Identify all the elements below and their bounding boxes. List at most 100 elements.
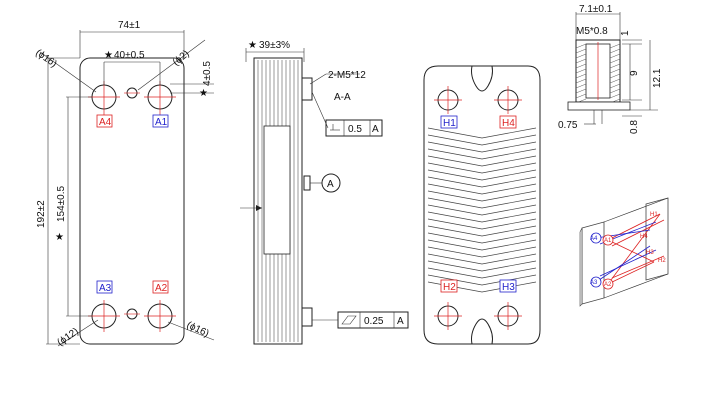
detail-dim-1: 1 xyxy=(620,30,631,36)
flow-line-hot xyxy=(611,219,665,247)
plate-tag-h4: H4 xyxy=(502,118,515,129)
hatch-line xyxy=(575,48,587,54)
dim-port-spacing: 40±0.5 xyxy=(114,50,145,61)
hatch-line xyxy=(609,53,621,59)
flow-line-cold xyxy=(599,249,657,277)
chevron-line xyxy=(427,141,537,153)
hatch-line xyxy=(609,73,621,79)
flow-line-hot xyxy=(611,255,665,279)
detail-dim-9: 9 xyxy=(629,70,640,76)
hatch-line xyxy=(575,78,587,84)
detail-view: 7.1±0.1 M5*0.8 0.75 1 9 12.1 0.8 xyxy=(558,4,663,134)
hatch-line xyxy=(575,93,587,99)
plate-tag-h3: H3 xyxy=(502,282,515,293)
dia-top-left: (ϕ16) xyxy=(33,47,58,69)
parallel-frame xyxy=(337,311,409,329)
plate-outline xyxy=(423,65,541,345)
hatch-line xyxy=(609,83,621,89)
hatch-line xyxy=(575,83,587,89)
hatch-line xyxy=(609,68,621,74)
flatness-value: 0.5 xyxy=(348,124,362,135)
detail-dim-width: 7.1±0.1 xyxy=(579,4,613,15)
flow-label-a3: A3 xyxy=(590,280,598,286)
chevron-line xyxy=(427,155,537,167)
flow-label-h1: H1 xyxy=(650,212,658,218)
chevron-line xyxy=(427,127,537,139)
hatch-line xyxy=(609,88,621,94)
thread-label: 2-M5*12 xyxy=(328,70,366,81)
hatch-line xyxy=(575,53,587,59)
chevron-line xyxy=(427,267,537,279)
chevron-line xyxy=(427,176,537,188)
star-marker-4: ★ xyxy=(248,40,257,51)
flow-line-hot xyxy=(607,213,661,241)
flatness-datum: A xyxy=(372,124,379,135)
plate-view: H1 H4 H2 H3 xyxy=(423,65,541,345)
chevron-line xyxy=(427,225,537,237)
chevron-line xyxy=(427,274,537,286)
dim-total-height: 192±2 xyxy=(36,200,47,228)
star-marker: ★ xyxy=(104,50,113,61)
chevron-line xyxy=(427,134,537,146)
chevron-line xyxy=(427,239,537,251)
chevron-line xyxy=(427,169,537,181)
parallel-value: 0.25 xyxy=(364,316,384,327)
flow-label-h3: H3 xyxy=(646,250,654,256)
flow-line-cold xyxy=(595,245,651,283)
hatch-line xyxy=(609,93,621,99)
hatch-line xyxy=(609,63,621,69)
flow-back-plate xyxy=(645,197,669,281)
parallel-datum: A xyxy=(397,316,404,327)
front-plate-outline xyxy=(79,57,185,345)
hatch-line xyxy=(575,63,587,69)
dia-bottom-left: (ϕ12) xyxy=(55,326,80,348)
chevron-line xyxy=(427,260,537,272)
plate-tag-h2: H2 xyxy=(443,282,456,293)
section-label: A-A xyxy=(334,92,351,103)
side-body xyxy=(253,57,303,345)
chevron-line xyxy=(427,190,537,202)
dim-port-height: 154±0.5 xyxy=(56,185,67,222)
chevron-line xyxy=(427,211,537,223)
detail-dim-12: 12.1 xyxy=(652,68,663,88)
port-tag-a3: A3 xyxy=(99,283,112,294)
plate-tag-h1: H1 xyxy=(443,118,456,129)
hatch-line xyxy=(575,58,587,64)
chevron-line xyxy=(427,148,537,160)
datum-circle xyxy=(321,173,341,193)
datum-callout: A xyxy=(327,179,334,190)
side-view: ★ 39±3% 2-M5*12 A-A 0.5 A A 0.25 xyxy=(240,40,409,345)
star-marker-3: ★ xyxy=(55,232,64,243)
dia-bottom-right: (ϕ16) xyxy=(185,320,211,340)
chevron-pattern xyxy=(427,127,537,293)
flow-line-hot xyxy=(607,213,661,285)
hatch-line xyxy=(575,88,587,94)
chevron-line xyxy=(427,183,537,195)
port-tag-a1: A1 xyxy=(155,117,168,128)
flow-line-hot xyxy=(607,239,655,263)
chevron-line xyxy=(427,246,537,258)
chevron-line xyxy=(427,162,537,174)
dia-top-right: (ϕ2) xyxy=(171,48,192,68)
detail-dim-075: 0.75 xyxy=(558,120,578,131)
flow-diagram: A4 A1 A3 A2 H1 H4 H3 H2 xyxy=(579,197,669,307)
chevron-line xyxy=(427,218,537,230)
front-view: A4 A1 A3 A2 74±1 ★ 40±0.5 ★ 4±0.5 192±2 … xyxy=(33,20,215,348)
port-tag-a2: A2 xyxy=(155,283,168,294)
flow-label-a2: A2 xyxy=(604,282,612,288)
chevron-line xyxy=(427,197,537,209)
hatch-line xyxy=(609,43,621,49)
hatch-line xyxy=(609,78,621,84)
dim-width: 74±1 xyxy=(118,20,141,31)
port-tag-a4: A4 xyxy=(99,117,112,128)
side-window xyxy=(263,125,291,255)
hatch-line xyxy=(575,73,587,79)
hatch-line xyxy=(575,68,587,74)
dim-port-top: 4±0.5 xyxy=(202,61,213,86)
flow-label-a4: A4 xyxy=(590,236,598,242)
dim-depth: 39±3% xyxy=(259,40,290,51)
flow-line-hot xyxy=(607,261,655,285)
flow-label-h2: H2 xyxy=(658,258,666,264)
chevron-line xyxy=(427,232,537,244)
